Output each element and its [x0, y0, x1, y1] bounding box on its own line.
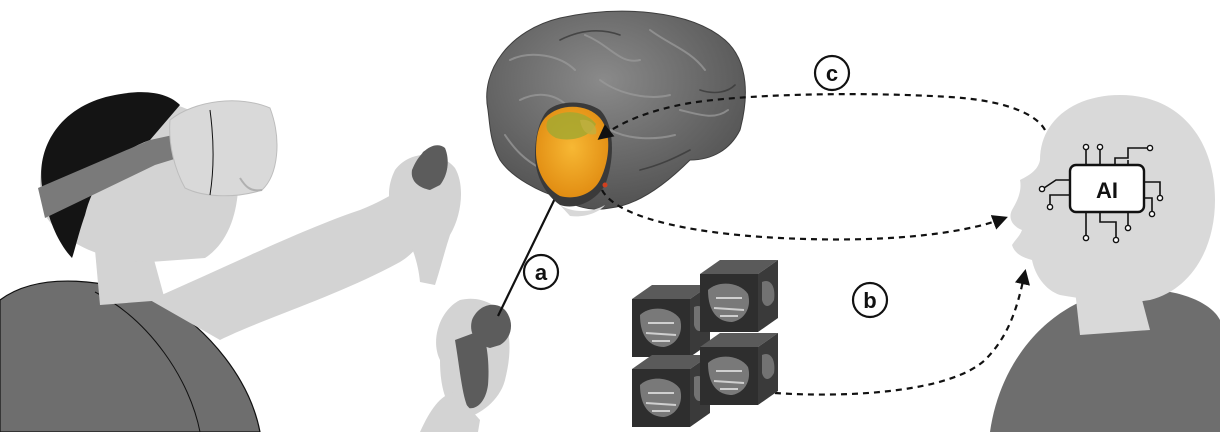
label-c: c [815, 56, 849, 90]
label-a-text: a [535, 260, 548, 285]
arrow-b-data [775, 272, 1025, 395]
volume-cube-2 [700, 260, 778, 332]
label-b: b [853, 283, 887, 317]
label-b-text: b [863, 288, 876, 313]
brain-shape [487, 11, 746, 209]
vr-headset-icon [170, 101, 277, 196]
volume-cube-icon [632, 260, 778, 427]
brain-render-icon [487, 11, 746, 216]
arrow-brain-to-ai [602, 190, 1005, 239]
volume-cube-3 [632, 355, 710, 427]
volume-cube-1 [632, 285, 710, 357]
pointer-ray [498, 184, 562, 316]
ai-agent: AI [990, 95, 1220, 432]
volume-cube-4 [700, 333, 778, 405]
ai-chip-label: AI [1096, 178, 1118, 203]
label-c-text: c [826, 61, 838, 86]
vr-user [0, 92, 511, 432]
label-a: a [524, 255, 558, 289]
